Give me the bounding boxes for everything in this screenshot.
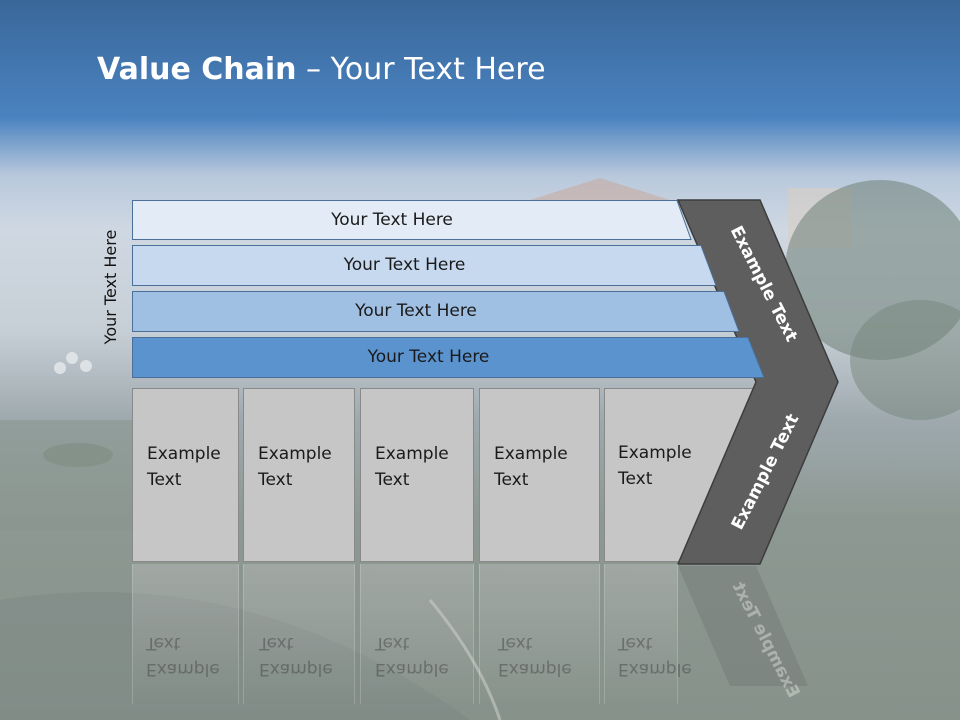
reflection-chevron	[678, 566, 808, 686]
reflection-cell-2	[243, 564, 355, 704]
band-4-label: Your Text Here	[367, 347, 490, 367]
band-3: Your Text Here	[132, 291, 740, 332]
reflection-cell-3	[360, 564, 474, 704]
activity-cell-3: Example Text	[360, 388, 474, 562]
cell-5-line1: Example	[618, 443, 692, 463]
reflection-cell-1	[132, 564, 239, 704]
band-2-label: Your Text Here	[343, 255, 466, 275]
cell-4-line1: Example	[494, 444, 568, 464]
band-1-label: Your Text Here	[331, 210, 453, 230]
band-3-label: Your Text Here	[355, 301, 477, 321]
title-rest-part: – Your Text Here	[296, 52, 546, 87]
title-bold-part: Value Chain	[97, 52, 297, 87]
band-4-shape	[132, 337, 765, 378]
cell-1-line1: Example	[147, 444, 221, 464]
cell-4-line2: Text	[494, 470, 529, 490]
band-4: Your Text Here	[132, 337, 765, 378]
cell-3-line2: Text	[375, 470, 410, 490]
cell-2-line2: Text	[258, 470, 293, 490]
cell-3-line1: Example	[375, 444, 449, 464]
activity-cell-5: Example Text	[604, 388, 764, 562]
band-1-shape	[132, 200, 692, 240]
reflection-cell-5	[604, 564, 678, 704]
vertical-label: Your Text Here	[101, 229, 120, 345]
activity-cell-4: Example Text	[479, 388, 600, 562]
chevron-arrow	[676, 199, 839, 565]
cell-2-line1: Example	[258, 444, 332, 464]
chevron-shape	[676, 199, 839, 565]
cell-1-line2: Text	[147, 470, 182, 490]
band-2: Your Text Here	[132, 245, 717, 286]
band-3-shape	[132, 291, 740, 332]
activity-cell-2: Example Text	[243, 388, 355, 562]
band-1: Your Text Here	[132, 200, 692, 240]
activity-cell-1: Example Text	[132, 388, 239, 562]
cell-5-line2: Text	[618, 469, 653, 489]
reflection-cell-4	[479, 564, 600, 704]
band-2-shape	[132, 245, 717, 286]
slide-title: Value Chain – Your Text Here	[97, 52, 546, 87]
